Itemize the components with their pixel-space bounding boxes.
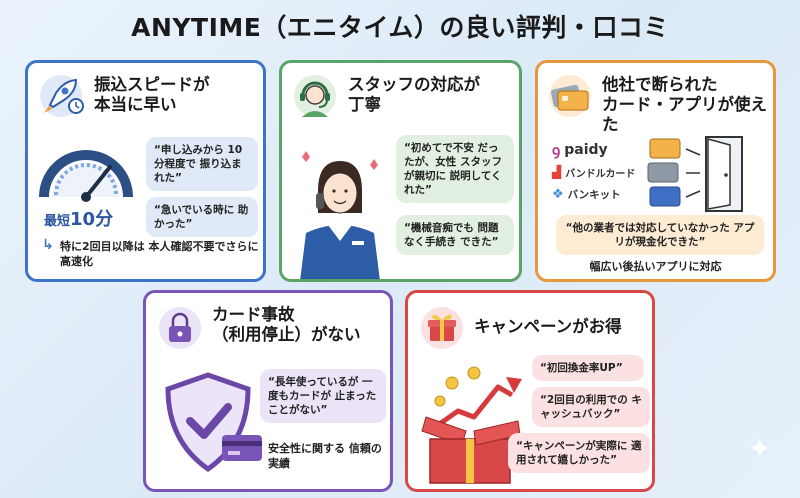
card-staff: スタッフの対応が 丁寧 “初めてで不安 だったが、女性 スタッフが親切に 説明し… — [279, 60, 522, 282]
card-title: スタッフの対応が 丁寧 — [348, 75, 480, 114]
card-title: カード事故 （利用停止）がない — [212, 305, 361, 344]
bundle-card-icon: ▟ — [552, 165, 562, 179]
rocket-icon — [36, 73, 86, 123]
speed-note: 特に2回目以降は 本人確認不要でさらに高速化 — [60, 240, 259, 268]
quote-bubble: “初回換金率UP” — [532, 355, 644, 381]
quote-bubble: “他の業者では対応していなかった アプリが現金化できた” — [556, 215, 764, 255]
app-list: ꝯ paidy ▟ バンドルカード ❖ バンキット — [552, 139, 635, 205]
card-security: カード事故 （利用停止）がない “長年使っているが 一度もカードが 止まったこと… — [143, 290, 393, 492]
card-cards-apps: 他社で断られた カード・アプリが使えた ꝯ paidy ▟ バンドルカード ❖ … — [535, 60, 776, 282]
paidy-logo-icon: ꝯ — [552, 142, 561, 159]
apps-note: 幅広い後払いアプリに対応 — [589, 260, 722, 273]
gift-icon — [418, 305, 466, 355]
quote-bubble: “キャンペーンが実際に 適用されて嬉しかった” — [508, 433, 650, 473]
app-item: ꝯ paidy — [552, 142, 608, 159]
card-campaign: キャンペーンがお得 “初回換金率UP” “2回目の利用での キャッシュバック” … — [405, 290, 655, 492]
card-title: キャンペーンがお得 — [474, 317, 622, 336]
quote-bubble: “長年使っているが 一度もカードが 止まったことがない” — [260, 369, 386, 423]
lock-icon — [156, 305, 204, 355]
card-speed: 振込スピードが 本当に早い 最短10分 “申し込みから 10分程度で 振り込まれ… — [25, 60, 266, 282]
app-item: ❖ バンキット — [552, 186, 621, 202]
sparkle-icon: ✦ — [748, 432, 772, 465]
card-title: 振込スピードが 本当に早い — [94, 75, 210, 114]
cards-to-door-icon — [646, 133, 770, 217]
quote-bubble: “初めてで不安 だったが、女性 スタッフが親切に 説明してくれた” — [396, 135, 514, 203]
speed-badge: 最短10分 — [44, 209, 114, 230]
card-title: 他社で断られた カード・アプリが使えた — [602, 75, 767, 134]
quote-bubble: “申し込みから 10分程度で 振り込まれた” — [146, 137, 258, 191]
credit-cards-icon — [544, 73, 596, 123]
gift-box-growth-icon — [416, 355, 534, 489]
quote-bubble: “急いでいる時に 助かった” — [146, 197, 258, 237]
speedometer-icon — [36, 139, 136, 209]
staff-person-icon — [288, 141, 388, 279]
arrow-right-icon: ↳ — [42, 237, 54, 253]
headset-icon — [290, 73, 340, 123]
quote-bubble: “2回目の利用での キャッシュバック” — [532, 387, 650, 427]
security-note: 安全性に関する 信頼の実績 — [268, 442, 382, 470]
page-title: ANYTIME（エニタイム）の良い評判・口コミ — [131, 13, 669, 42]
quote-bubble: “機械音痴でも 問題なく手続き できた” — [396, 215, 514, 255]
shield-check-icon — [160, 369, 272, 485]
app-item: ▟ バンドルカード — [552, 165, 636, 180]
bankit-icon: ❖ — [552, 186, 564, 202]
